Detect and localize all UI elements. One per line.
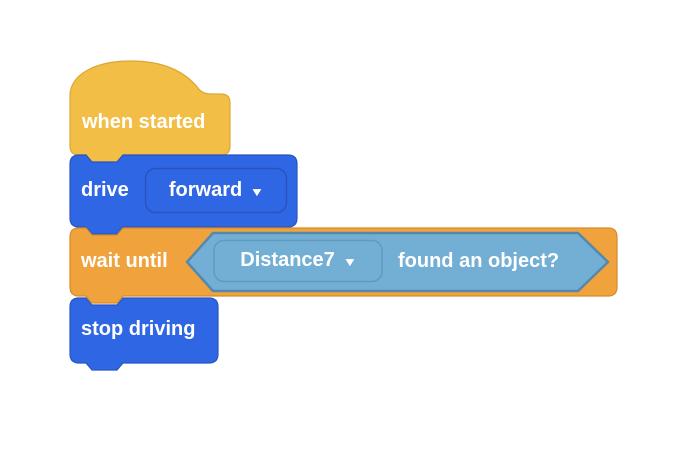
distance-sensor-dropdown-shape[interactable] — [213, 239, 383, 283]
distance-sensor-value: Distance7 — [240, 249, 335, 271]
when-started-label: when started — [82, 111, 206, 133]
stop-driving-block-shape[interactable] — [69, 297, 219, 371]
dropdown-arrow-icon: ▼ — [342, 254, 358, 269]
dropdown-arrow-icon: ▼ — [249, 184, 265, 199]
stop-driving-label: stop driving — [81, 318, 196, 340]
found-an-object-label: found an object? — [398, 250, 560, 272]
wait-until-label: wait until — [81, 250, 168, 272]
drive-label: drive — [81, 179, 129, 201]
drive-direction-dropdown-shape[interactable] — [144, 167, 288, 214]
distance-sensor-dropdown[interactable]: Distance7 ▼ — [214, 240, 382, 281]
drive-direction-value: forward — [168, 179, 243, 201]
drive-direction-dropdown[interactable]: forward ▼ — [145, 168, 287, 213]
